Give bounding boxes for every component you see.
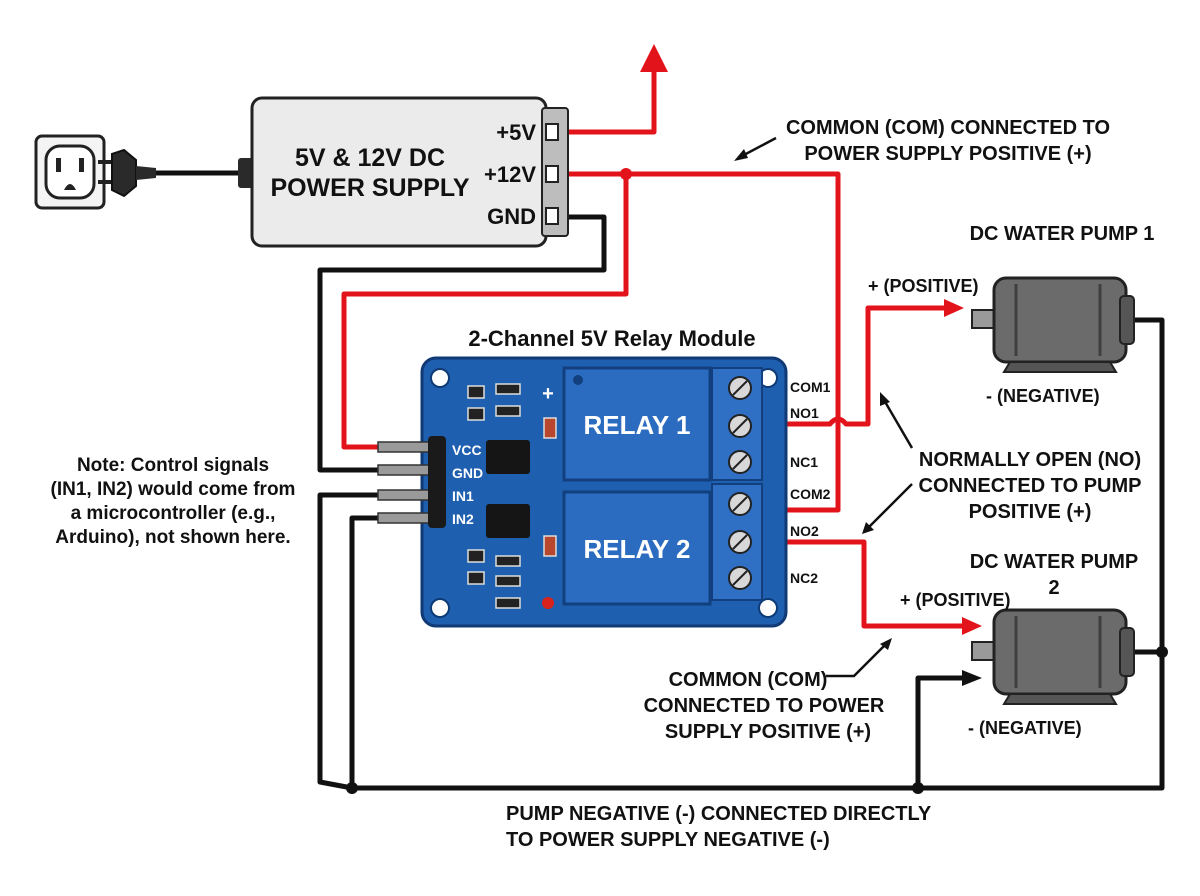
terminal-com2-label: COM2 bbox=[790, 486, 831, 502]
no-line3: POSITIVE (+) bbox=[969, 501, 1092, 523]
power-supply: 5V & 12V DC POWER SUPPLY +5V +12V GND bbox=[250, 96, 569, 248]
power-supply-title-line2: POWER SUPPLY bbox=[270, 174, 469, 202]
com-top-line1: COMMON (COM) CONNECTED TO bbox=[786, 117, 1110, 139]
terminal-no1-label: NO1 bbox=[790, 405, 819, 421]
com-bottom-line2: CONNECTED TO POWER bbox=[644, 695, 885, 717]
terminal-nc1-label: NC1 bbox=[790, 454, 818, 470]
relay-module-board: + RELAY 1 RELAY 2 bbox=[420, 356, 788, 628]
pump-1-positive-label: + (POSITIVE) bbox=[868, 276, 979, 296]
smd-components bbox=[467, 383, 557, 609]
header-pins bbox=[377, 436, 446, 528]
note-line3: a microcontroller (e.g., bbox=[70, 503, 276, 524]
pump-2-positive-label: + (POSITIVE) bbox=[900, 590, 1011, 610]
terminal-labels: COM1 NO1 NC1 COM2 NO2 NC2 bbox=[790, 379, 831, 586]
no-line2: CONNECTED TO PUMP bbox=[919, 475, 1142, 497]
annotation-com-bottom: COMMON (COM) CONNECTED TO POWER SUPPLY P… bbox=[644, 638, 892, 743]
pin-gnd-label: GND bbox=[452, 465, 483, 481]
pump-2-title-line1: DC WATER PUMP bbox=[970, 551, 1139, 573]
microcontroller-note: Note: Control signals (IN1, IN2) would c… bbox=[38, 454, 308, 550]
power-led-icon bbox=[542, 597, 554, 609]
relay-1-block bbox=[562, 366, 712, 482]
terminal-5v-label: +5V bbox=[496, 120, 536, 145]
neg-line2: TO POWER SUPPLY NEGATIVE (-) bbox=[506, 829, 830, 851]
terminal-5v-screw bbox=[545, 123, 559, 141]
pump-1-icon bbox=[971, 276, 1135, 373]
relay-2-block bbox=[562, 490, 712, 606]
pump-2-icon bbox=[971, 608, 1135, 705]
pump-1-negative-label: - (NEGATIVE) bbox=[986, 386, 1100, 406]
note-line1: Note: Control signals bbox=[76, 455, 270, 476]
mounting-hole bbox=[758, 598, 778, 618]
mounting-hole bbox=[430, 598, 450, 618]
cord-strain-relief bbox=[238, 158, 254, 188]
relay-2-label: RELAY 2 bbox=[584, 534, 691, 564]
terminal-12v-screw bbox=[545, 165, 559, 183]
optocoupler-1-icon bbox=[486, 440, 530, 474]
neg-line1: PUMP NEGATIVE (-) CONNECTED DIRECTLY bbox=[506, 803, 932, 825]
annotation-com-top: COMMON (COM) CONNECTED TO POWER SUPPLY P… bbox=[734, 117, 1110, 165]
terminal-no2-label: NO2 bbox=[790, 523, 819, 539]
com-top-line2: POWER SUPPLY POSITIVE (+) bbox=[804, 143, 1091, 165]
pin-in1-label: IN1 bbox=[452, 488, 474, 504]
no-line1: NORMALLY OPEN (NO) bbox=[919, 449, 1141, 471]
annotation-no: NORMALLY OPEN (NO) CONNECTED TO PUMP POS… bbox=[862, 392, 1141, 534]
annotation-negative: PUMP NEGATIVE (-) CONNECTED DIRECTLY TO … bbox=[506, 803, 932, 851]
pump-2-negative-label: - (NEGATIVE) bbox=[968, 718, 1082, 738]
positive-wires bbox=[341, 44, 982, 635]
pin-vcc-label: VCC bbox=[452, 442, 482, 458]
terminal-com1-label: COM1 bbox=[790, 379, 831, 395]
terminal-gnd-label: GND bbox=[487, 204, 536, 229]
relay-module-title: 2-Channel 5V Relay Module bbox=[468, 326, 755, 351]
wall-outlet-icon bbox=[34, 134, 106, 210]
terminal-gnd-screw bbox=[545, 207, 559, 225]
com-bottom-line1: COMMON (COM) bbox=[669, 669, 828, 691]
mounting-hole bbox=[430, 368, 450, 388]
com-bottom-line3: SUPPLY POSITIVE (+) bbox=[665, 721, 871, 743]
plus-mark: + bbox=[542, 383, 554, 405]
relay-pin-labels: VCC GND IN1 IN2 bbox=[452, 442, 483, 527]
terminal-nc2-label: NC2 bbox=[790, 570, 818, 586]
terminal-12v-label: +12V bbox=[484, 162, 536, 187]
power-plug-icon bbox=[98, 148, 156, 198]
pin-in2-label: IN2 bbox=[452, 511, 474, 527]
optocoupler-2-icon bbox=[486, 504, 530, 538]
note-line2: (IN1, IN2) would come from bbox=[50, 479, 296, 500]
note-line4: Arduino), not shown here. bbox=[55, 527, 291, 548]
relay-1-label: RELAY 1 bbox=[584, 410, 691, 440]
power-supply-title-line1: 5V & 12V DC bbox=[295, 144, 445, 172]
pump-2-title-line2: 2 bbox=[1048, 577, 1059, 599]
pump-1-title: DC WATER PUMP 1 bbox=[970, 223, 1155, 245]
